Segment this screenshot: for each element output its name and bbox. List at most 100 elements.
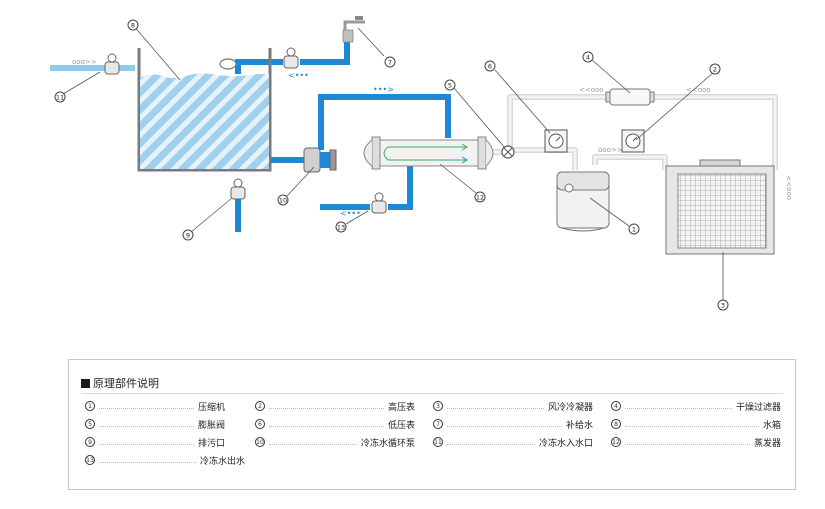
- leader-dots: [269, 439, 357, 445]
- legend-item: 7 补给水: [433, 418, 593, 431]
- legend-item: 6 低压表: [255, 418, 415, 431]
- callout-10-number: 10: [279, 197, 287, 205]
- legend-item-label: 膨胀阀: [197, 420, 225, 431]
- legend-item: 10 冷冻水循环泵: [255, 436, 415, 449]
- callout-13-number: 13: [337, 224, 345, 232]
- legend-item-label: 排污口: [197, 438, 225, 449]
- callout-9: 9: [182, 229, 194, 241]
- callout-6-number: 6: [488, 63, 492, 71]
- legend-item-label: 蒸发器: [753, 438, 781, 449]
- legend-item: 9 排污口: [85, 436, 225, 449]
- flow-arrow: •••>: [373, 85, 394, 94]
- dryer-filter-icon: [605, 88, 655, 106]
- legend-item-label: 冷冻水入水口: [538, 438, 593, 449]
- compressor-icon: [556, 171, 610, 232]
- legend-title-text: 原理部件说明: [93, 377, 159, 390]
- callout-2-number: 2: [713, 66, 717, 74]
- callout-8-number: 8: [131, 22, 135, 30]
- callout-1-number: 1: [632, 226, 636, 234]
- legend-item-label: 冷冻水循环泵: [360, 438, 415, 449]
- leader-dots: [99, 439, 194, 445]
- flow-arrow: ooo>>: [72, 58, 97, 66]
- flow-arrow: <<ooo: [686, 86, 711, 94]
- circulation-pump-icon: [303, 147, 337, 173]
- inlet-valve-icon: [104, 53, 120, 75]
- callout-8: 8: [127, 19, 139, 31]
- callout-13: 13: [335, 221, 347, 233]
- legend-item: 11 冷冻水入水口: [433, 436, 593, 449]
- legend-item: 3 风冷冷凝器: [433, 400, 593, 413]
- callout-4: 4: [582, 51, 594, 63]
- callout-7-number: 7: [388, 59, 392, 67]
- legend-item-number: 11: [433, 437, 443, 447]
- flow-arrow: ooo>>: [785, 175, 793, 200]
- legend-item-number: 13: [85, 455, 95, 465]
- callout-4-number: 4: [586, 54, 590, 62]
- legend-item-number: 1: [85, 401, 95, 411]
- legend-item: 4 干燥过滤器: [611, 400, 781, 413]
- air-flow-arrows: ooo>> <<ooo <<ooo ooo>> ooo>>: [72, 58, 793, 200]
- leader-dots: [447, 439, 535, 445]
- callout-3-number: 3: [721, 302, 725, 310]
- legend-divider: [81, 393, 783, 394]
- water-tank: [137, 48, 272, 172]
- callout-11-number: 11: [56, 94, 64, 102]
- evaporator-icon: [363, 136, 494, 170]
- legend-item-number: 10: [255, 437, 265, 447]
- float-valve-icon: [219, 58, 237, 70]
- callout-2: 2: [709, 63, 721, 75]
- callout-9-number: 9: [186, 232, 190, 240]
- leader-dots: [625, 439, 750, 445]
- leader-dots: [269, 421, 384, 427]
- leader-dots: [447, 421, 562, 427]
- flow-arrows: <••• •••> <•••: [288, 71, 394, 218]
- legend-item-number: 9: [85, 437, 95, 447]
- callout-6: 6: [484, 60, 496, 72]
- callout-3: 3: [717, 299, 729, 311]
- callout-5-number: 5: [448, 82, 452, 90]
- callout-11: 11: [54, 91, 66, 103]
- legend-square-icon: [81, 378, 90, 388]
- legend-item-number: 4: [611, 401, 621, 411]
- callout-7: 7: [384, 56, 396, 68]
- legend-item: 13 冷冻水出水: [85, 454, 245, 467]
- legend-item-label: 低压表: [387, 420, 415, 431]
- leader-dots: [99, 457, 196, 463]
- condenser-icon: [665, 159, 775, 255]
- legend-panel: 原理部件说明 1 压缩机 2 高压表 3 风冷冷凝器 4 干燥过滤器 5 膨胀阀…: [68, 359, 796, 490]
- drain-valve-icon: [230, 178, 246, 200]
- legend-item-label: 补给水: [565, 420, 593, 431]
- leader-dots: [269, 403, 384, 409]
- legend-item-label: 干燥过滤器: [735, 402, 781, 413]
- legend-item-label: 高压表: [387, 402, 415, 413]
- callout-1: 1: [628, 223, 640, 235]
- legend-item-label: 风冷冷凝器: [547, 402, 593, 413]
- callout-5: 5: [444, 79, 456, 91]
- leader-dots: [99, 421, 194, 427]
- legend-item-number: 2: [255, 401, 265, 411]
- makeup-valve-icon: [283, 47, 299, 69]
- flow-arrow: <•••: [288, 71, 309, 80]
- legend-item-number: 3: [433, 401, 443, 411]
- legend-item-number: 7: [433, 419, 443, 429]
- legend-item: 12 蒸发器: [611, 436, 781, 449]
- legend-item: 2 高压表: [255, 400, 415, 413]
- high-pressure-gauge-icon: [621, 129, 645, 153]
- legend-item-number: 6: [255, 419, 265, 429]
- leader-dots: [99, 403, 194, 409]
- legend-item: 8 水箱: [611, 418, 781, 431]
- legend-item-label: 冷冻水出水: [199, 456, 245, 467]
- legend-item-label: 压缩机: [197, 402, 225, 413]
- makeup-water-tap-icon: [342, 16, 365, 43]
- callout-leaders: [62, 24, 724, 300]
- leader-dots: [447, 403, 544, 409]
- legend-item: 5 膨胀阀: [85, 418, 225, 431]
- callout-12-number: 12: [476, 194, 484, 202]
- legend-title: 原理部件说明: [81, 375, 159, 391]
- legend-item: 1 压缩机: [85, 400, 225, 413]
- leader-dots: [625, 403, 732, 409]
- callout-labels: 8 7 5 6 4 2 11 9 10 12 13 1 3: [54, 19, 729, 311]
- legend-item-label: 水箱: [762, 420, 781, 431]
- expansion-valve-icon: [501, 145, 515, 159]
